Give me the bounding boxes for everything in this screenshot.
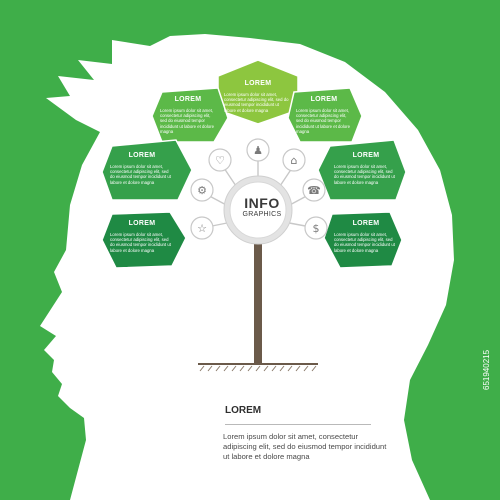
phone-icon-circle <box>302 178 326 202</box>
dollar-icon: $ <box>313 222 320 235</box>
panel-title-top: LOREM <box>244 80 272 87</box>
ground-hatching <box>199 365 317 372</box>
panel-title-low-right: LOREM <box>352 220 380 227</box>
panel-body-mid-right: Lorem ipsum dolor sit amet, consectetur … <box>334 164 395 185</box>
panel-body-mid-left: Lorem ipsum dolor sit amet, consectetur … <box>110 164 171 185</box>
panel-body-upper-right: Lorem ipsum dolor sit amet, consectetur … <box>296 108 350 134</box>
gear-icon-circle <box>190 178 214 202</box>
panel-title-low-left: LOREM <box>128 220 156 227</box>
panel-body-upper-left: Lorem ipsum dolor sit amet, consectetur … <box>160 108 214 134</box>
gear-icon: ⚙ <box>197 184 207 197</box>
phone-icon: ☎ <box>307 184 321 197</box>
footer-divider <box>225 424 371 425</box>
panel-upper-right <box>287 87 363 143</box>
panel-title-mid-right: LOREM <box>352 152 380 159</box>
panel-body-low-left: Lorem ipsum dolor sit amet, consectetur … <box>110 232 171 253</box>
panel-mid-left <box>101 139 193 201</box>
panel-title-mid-left: LOREM <box>128 152 156 159</box>
panel-mid-right <box>317 139 407 201</box>
panel-low-left <box>101 211 187 269</box>
star-icon: ☆ <box>197 222 207 235</box>
graduation-cap-icon: ⌂ <box>291 154 298 167</box>
panel-body-top: Lorem ipsum dolor sit amet, consectetur … <box>224 92 289 113</box>
footer-body: Lorem ipsum dolor sit amet, consectetur … <box>223 432 387 461</box>
hub-title: INFO <box>244 195 280 211</box>
hub-subtitle: GRAPHICS <box>242 211 282 218</box>
graduation-cap-icon-circle <box>282 148 306 172</box>
panel-low-right <box>323 211 403 269</box>
panel-body-low-right: Lorem ipsum dolor sit amet, consectetur … <box>334 232 395 253</box>
tree-trunk <box>254 240 262 364</box>
panel-upper-left <box>151 87 229 143</box>
person-icon-circle <box>246 138 270 162</box>
hub-inner-disc <box>229 181 287 239</box>
panel-title-upper-left: LOREM <box>174 96 202 103</box>
footer-title: LOREM <box>225 405 262 416</box>
stock-id-text: 651940215 <box>482 349 491 390</box>
star-icon-circle <box>190 216 214 240</box>
panel-title-upper-right: LOREM <box>310 96 338 103</box>
dollar-icon-circle <box>304 216 328 240</box>
heart-icon-circle <box>208 148 232 172</box>
heart-icon: ♡ <box>215 154 225 167</box>
person-icon: ♟ <box>253 144 263 157</box>
